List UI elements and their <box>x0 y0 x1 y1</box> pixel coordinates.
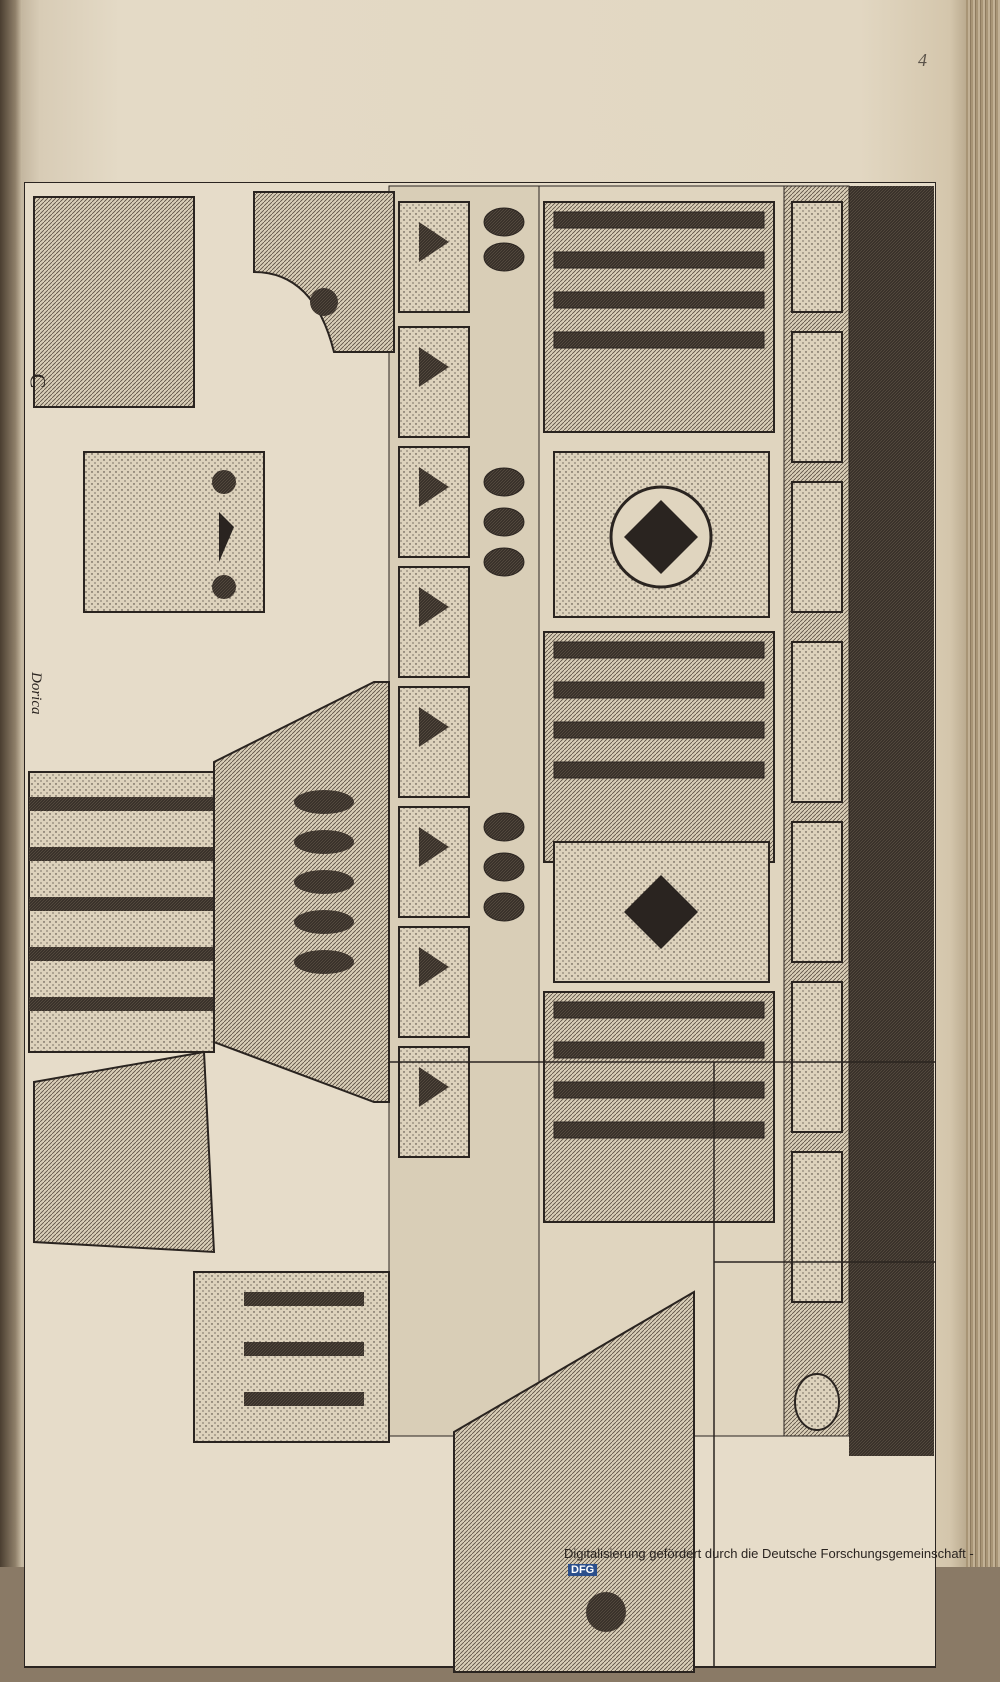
footer-text: Digitalisierung gefördert durch die Deut… <box>564 1546 974 1561</box>
plate-letter: C <box>25 373 51 389</box>
order-label: Dorica <box>28 672 44 715</box>
doric-order-engraving <box>24 182 936 1673</box>
folio-number: 4 <box>918 50 927 70</box>
dfg-logo: DFG <box>568 1564 598 1576</box>
book-gutter <box>0 0 22 1567</box>
footer-credit: Digitalisierung gefördert durch die Deut… <box>564 1546 1000 1576</box>
page-fore-edge <box>966 0 1000 1567</box>
